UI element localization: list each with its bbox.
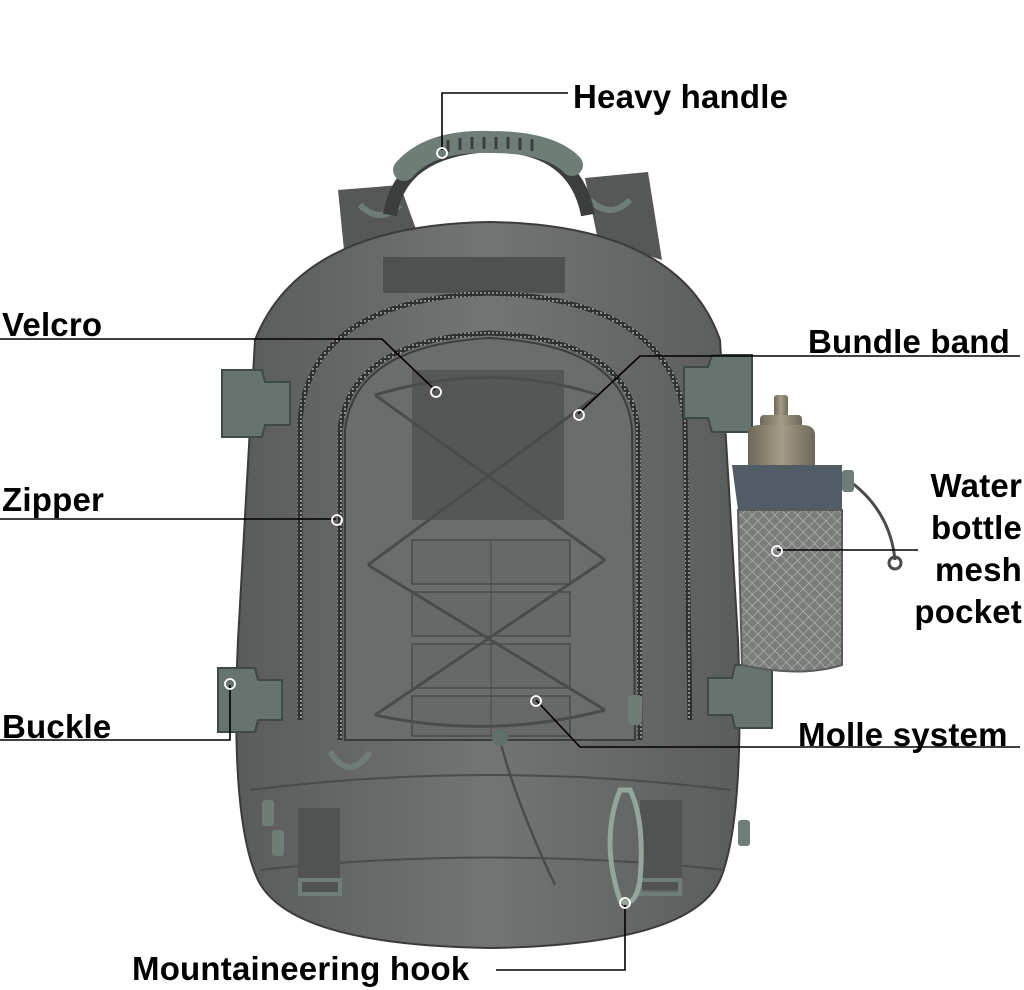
callout-dot-velcro bbox=[430, 386, 442, 398]
label-zipper: Zipper bbox=[2, 481, 105, 518]
callout-lines bbox=[0, 92, 1020, 971]
callout-dot-mountaineering-hook bbox=[619, 897, 631, 909]
side-buckles bbox=[217, 354, 773, 733]
label-line-4: pocket bbox=[914, 593, 1022, 630]
callout-line-molle bbox=[535, 699, 1020, 748]
callout-dots bbox=[224, 147, 783, 909]
callout-line-velcro bbox=[0, 338, 436, 391]
callout-line-bundle-band bbox=[577, 355, 1020, 415]
callout-dot-water-bottle bbox=[771, 545, 783, 557]
label-mountaineering-hook: Mountaineering hook bbox=[132, 950, 470, 987]
callout-dot-heavy-handle bbox=[436, 147, 448, 159]
label-heavy-handle: Heavy handle bbox=[573, 78, 789, 115]
label-line-1: Water bbox=[930, 467, 1022, 504]
callout-line-buckle bbox=[0, 685, 231, 741]
label-bundle-band: Bundle band bbox=[808, 323, 1011, 360]
label-line-3: mesh bbox=[934, 551, 1022, 588]
label-line-2: bottle bbox=[930, 509, 1022, 546]
heavy-handle-illustration bbox=[383, 130, 595, 217]
label-water-bottle-mesh-pocket: Water bottle mesh pocket bbox=[914, 465, 1022, 633]
callout-dot-bundle-band bbox=[573, 409, 585, 421]
callout-dot-molle bbox=[530, 695, 542, 707]
callout-line-mountaineering-hook bbox=[496, 905, 626, 971]
backpack-body bbox=[235, 220, 750, 950]
label-buckle: Buckle bbox=[2, 708, 112, 745]
callout-dot-buckle bbox=[224, 678, 236, 690]
callout-line-heavy-handle bbox=[441, 92, 568, 150]
water-bottle-pocket-illustration bbox=[732, 395, 903, 673]
callout-dot-zipper bbox=[331, 514, 343, 526]
label-molle-system: Molle system bbox=[798, 716, 1008, 753]
label-velcro: Velcro bbox=[2, 306, 103, 343]
